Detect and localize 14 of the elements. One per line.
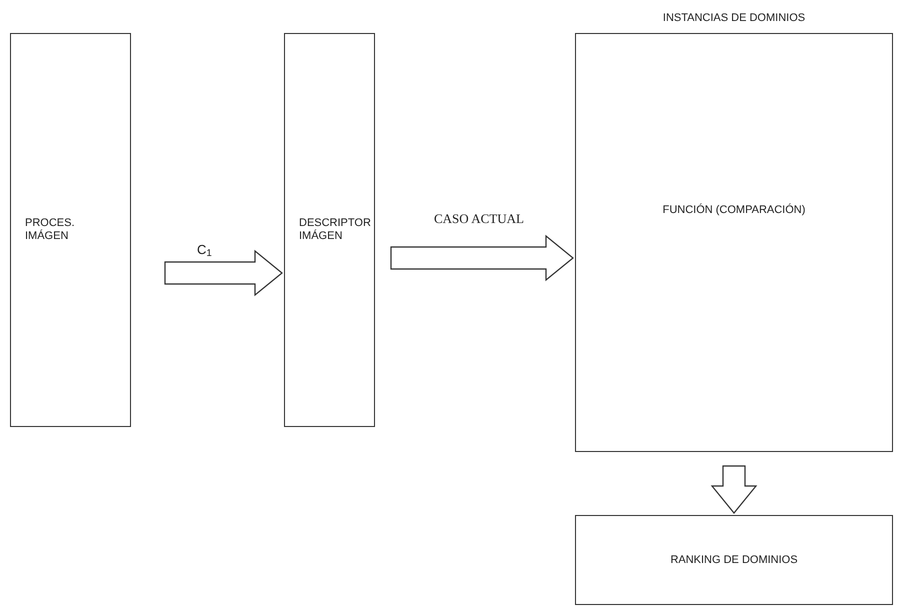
process-box	[575, 515, 893, 605]
box-label: FUNCIÓN (COMPARACIÓN)	[662, 204, 806, 217]
process-box	[575, 33, 893, 452]
box-label: PROCES. IMÁGEN	[25, 217, 76, 243]
process-box	[10, 33, 131, 427]
block-arrow	[164, 250, 283, 296]
box-label: RANKING DE DOMINIOS	[670, 554, 798, 566]
block-arrow	[390, 234, 574, 282]
box-label: DESCRIPTOR IMÁGEN	[299, 217, 372, 243]
block-arrow	[710, 465, 758, 514]
edge-label: CASO ACTUAL	[434, 212, 524, 225]
process-box	[284, 33, 375, 427]
edge-label: C$_{1}$	[197, 243, 212, 256]
box-heading: INSTANCIAS DE DOMINIOS	[662, 13, 806, 24]
